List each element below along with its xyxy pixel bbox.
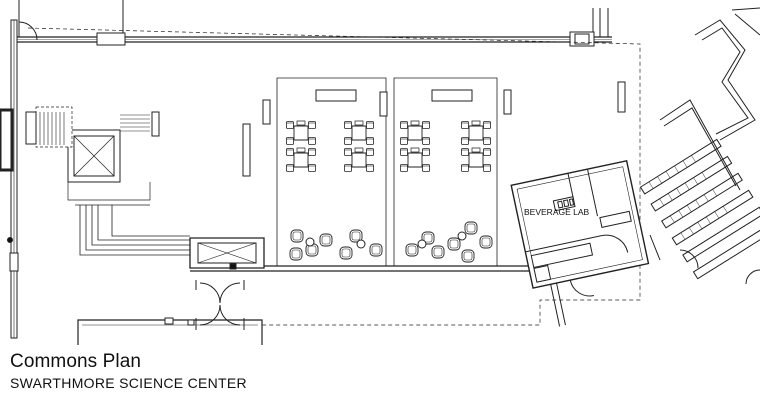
beverage-lab-label: BEVERAGE LAB — [524, 207, 590, 217]
plan-subtitle: SWARTHMORE SCIENCE CENTER — [10, 375, 247, 391]
seating-zone-west — [277, 78, 386, 266]
cafe-tables — [287, 121, 491, 172]
floor-plan: BEVERAGE LAB — [0, 0, 760, 345]
lounge-seating — [289, 221, 493, 263]
seating-zone-east — [394, 78, 497, 266]
lecture-hall-wing — [641, 8, 760, 284]
beverage-lab-room — [511, 161, 657, 330]
plan-title: Commons Plan — [10, 351, 142, 372]
entrance-block — [0, 110, 12, 170]
commons-outline — [28, 28, 640, 325]
